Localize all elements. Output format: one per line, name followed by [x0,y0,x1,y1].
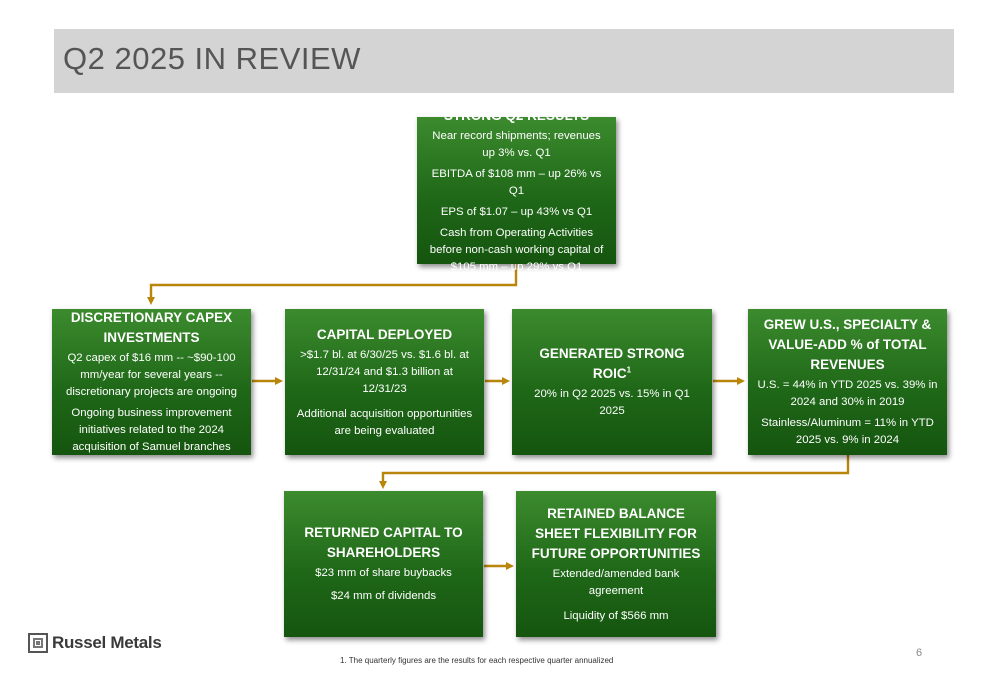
box-line: >$1.7 bl. at 6/30/25 vs. $1.6 bl. at 12/… [300,348,469,395]
box-line: Near record shipments; revenues up 3% vs… [432,129,601,159]
discretionary-capex-box: DISCRETIONARY CAPEX INVESTMENTS Q2 capex… [52,309,251,455]
page-title: Q2 2025 IN REVIEW [63,41,361,76]
logo-text: Russel Metals [52,633,162,652]
footnote-marker: 1 [626,365,632,375]
connector-grew-to-returned [379,455,850,489]
box-heading-text: GENERATED STRONG ROIC [539,346,685,381]
box-line: Cash from Operating Activities before no… [429,226,604,273]
strong-q2-results-box: STRONG Q2 RESULTS Near record shipments;… [417,108,616,273]
box-heading: STRONG Q2 RESULTS [443,107,590,123]
box-heading: RETURNED CAPITAL TO SHAREHOLDERS [304,525,463,560]
box-heading: CAPITAL DEPLOYED [316,326,453,342]
box-line: U.S. = 44% in YTD 2025 vs. 39% in 2024 a… [757,379,938,408]
box-line: Extended/amended bank agreement [552,567,680,597]
box-line: Additional acquisition opportunities are… [296,407,473,437]
footnote: 1. The quarterly figures are the results… [340,656,614,665]
box-line: 20% in Q2 2025 vs. 15% in Q1 2025 [534,388,690,417]
generated-roic-box: GENERATED STRONG ROIC1 20% in Q2 2025 vs… [512,309,712,455]
box-line: Stainless/Aluminum = 11% in YTD 2025 vs.… [761,417,934,446]
grew-us-specialty-box: GREW U.S., SPECIALTY & VALUE-ADD % of TO… [748,309,947,455]
box-heading: GREW U.S., SPECIALTY & VALUE-ADD % of TO… [763,317,932,372]
box-line: Ongoing business improvement initiatives… [71,407,232,453]
page-number: 6 [916,647,923,659]
box-line: Liquidity of $566 mm [563,609,669,622]
returned-capital-box: RETURNED CAPITAL TO SHAREHOLDERS $23 mm … [284,491,483,637]
box-heading: RETAINED BALANCE SHEET FLEXIBILITY FOR F… [531,505,701,561]
box-line: EBITDA of $108 mm – up 26% vs Q1 [431,167,602,197]
company-logo: Russel Metals [28,628,162,658]
box-line: $24 mm of dividends [330,590,437,602]
box-line: EPS of $1.07 – up 43% vs Q1 [440,205,593,218]
connector-top-to-capex [147,264,518,305]
box-line: $23 mm of share buybacks [315,567,452,579]
box-line: Q2 capex of $16 mm -- ~$90-100 mm/year f… [66,352,237,398]
title-bar: Q2 2025 IN REVIEW [54,29,954,93]
retained-balance-sheet-box: RETAINED BALANCE SHEET FLEXIBILITY FOR F… [516,491,716,637]
capital-deployed-box: CAPITAL DEPLOYED >$1.7 bl. at 6/30/25 vs… [285,309,484,455]
box-heading: DISCRETIONARY CAPEX INVESTMENTS [70,310,233,345]
russel-metals-logo-icon [28,633,48,653]
box-heading: GENERATED STRONG ROIC1 [520,344,704,384]
